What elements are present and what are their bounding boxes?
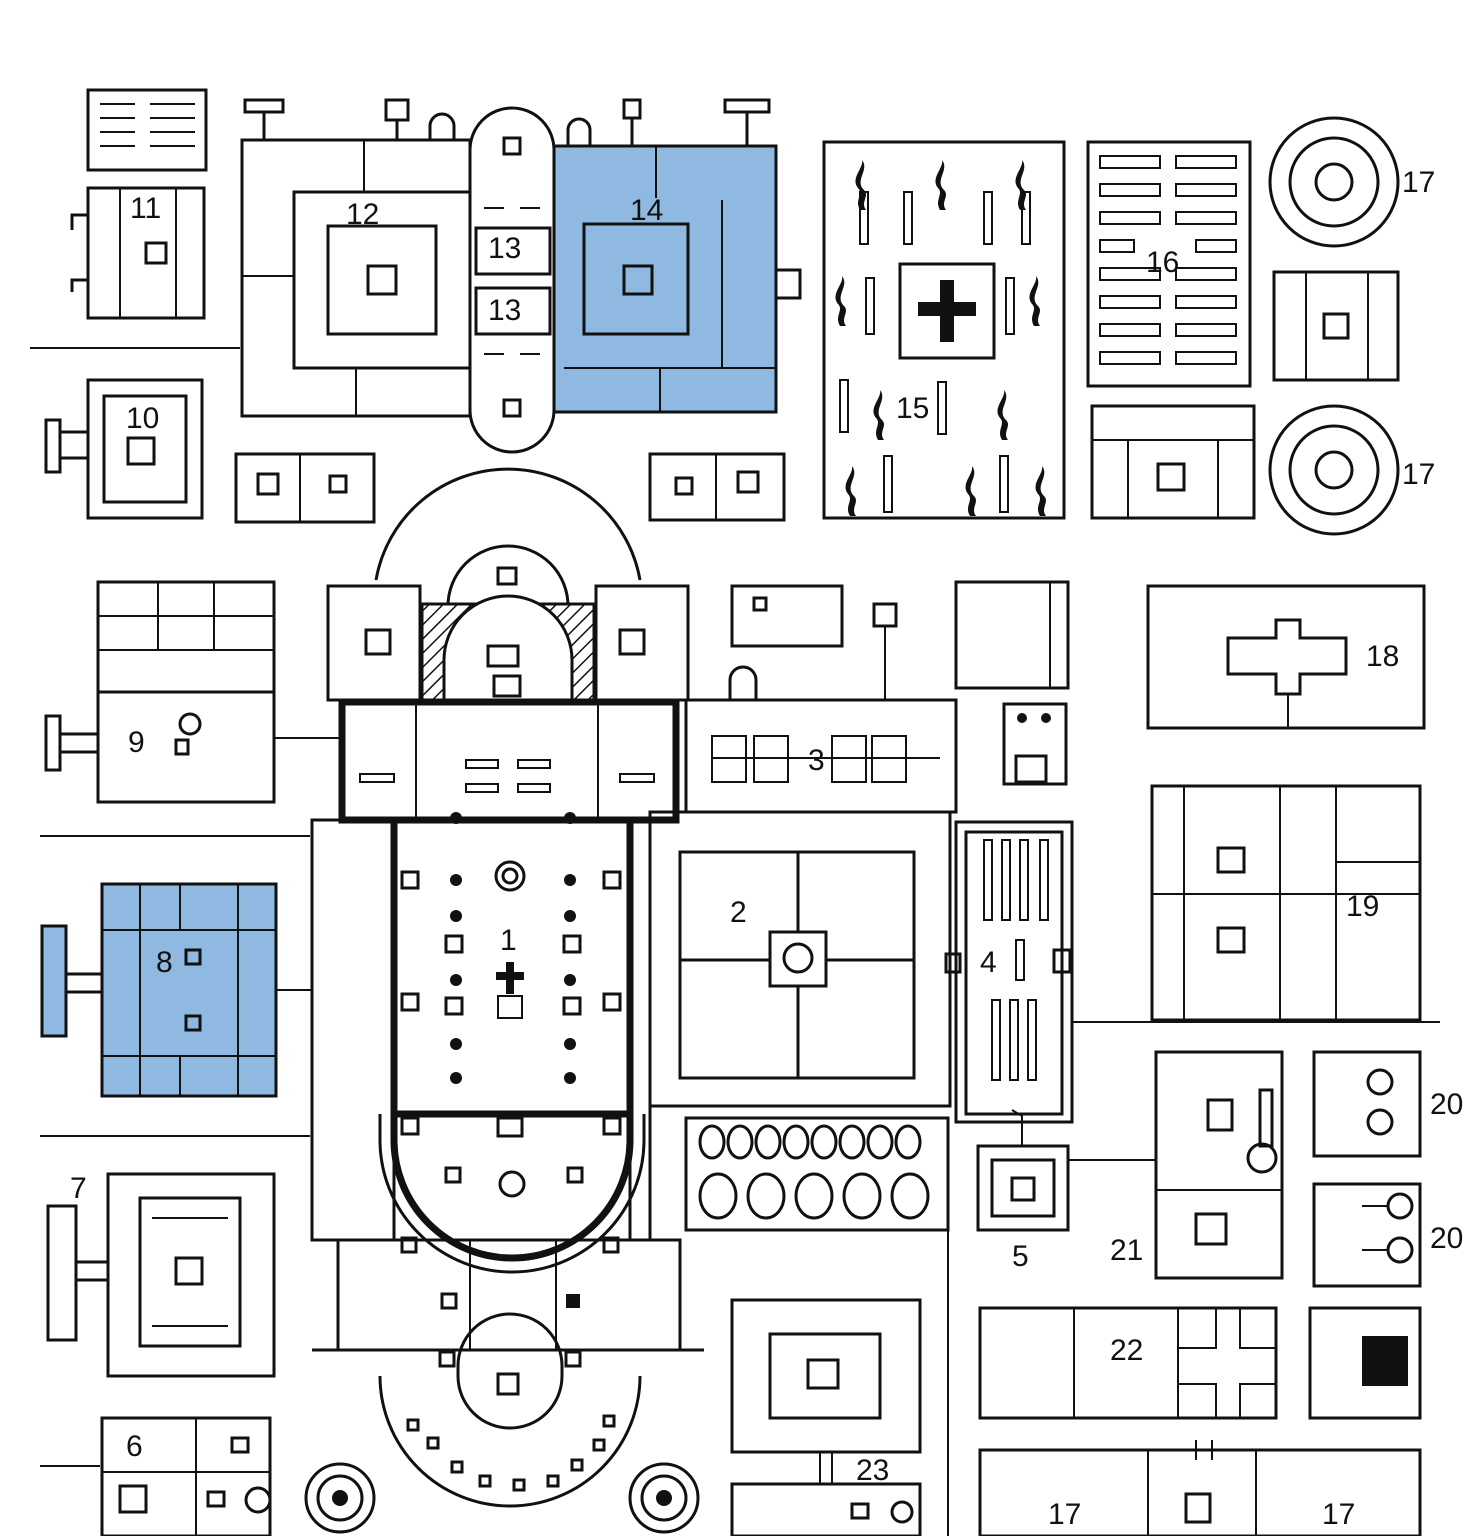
building-13-group — [468, 106, 556, 454]
building-6-group — [100, 1416, 272, 1536]
label-2: 2 — [730, 896, 747, 929]
building-16-garden — [1086, 140, 1256, 520]
label-9: 9 — [128, 726, 145, 759]
building-7-group — [40, 1172, 276, 1467]
church-building-1 — [304, 467, 704, 1534]
building-cellar-row — [684, 1116, 950, 1536]
building-14-group — [552, 98, 802, 414]
label-13-lower: 13 — [488, 294, 521, 327]
label-11: 11 — [130, 192, 161, 225]
label-21: 21 — [1110, 1234, 1143, 1267]
building-20-group — [1312, 1050, 1422, 1288]
label-3: 3 — [808, 744, 825, 777]
building-15-garden — [822, 140, 1066, 520]
label-15: 15 — [896, 392, 929, 425]
label-4: 4 — [980, 946, 997, 979]
label-8: 8 — [156, 946, 173, 979]
building-22-group — [978, 1306, 1422, 1420]
label-12: 12 — [346, 198, 379, 231]
building-5-group — [976, 1109, 1156, 1232]
label-20-upper: 20 — [1430, 1088, 1463, 1121]
label-10: 10 — [126, 402, 159, 435]
building-10-group — [44, 378, 204, 520]
label-13-upper: 13 — [488, 232, 521, 265]
label-17-bottom-right: 17 — [1322, 1498, 1355, 1531]
label-18: 18 — [1366, 640, 1399, 673]
building-18-group — [1146, 584, 1426, 730]
building-19-group — [1150, 784, 1422, 1022]
label-14: 14 — [630, 194, 663, 227]
row-buildings-small — [234, 452, 786, 524]
building-17-bottom-group — [978, 1440, 1422, 1536]
label-19: 19 — [1346, 890, 1379, 923]
label-1: 1 — [500, 924, 517, 957]
cloister-2 — [648, 810, 952, 1108]
label-23: 23 — [856, 1454, 889, 1487]
building-9-group — [40, 580, 342, 837]
building-23-group — [730, 1298, 922, 1536]
label-5: 5 — [1012, 1240, 1029, 1273]
label-17-bottom-left: 17 — [1048, 1498, 1081, 1531]
plan-number-labels: 1 2 3 4 5 6 7 8 9 10 11 12 13 13 14 15 1… — [70, 166, 1463, 1531]
building-11-group — [70, 88, 208, 320]
label-6: 6 — [126, 1430, 143, 1463]
label-20-lower: 20 — [1430, 1222, 1463, 1255]
label-16: 16 — [1146, 246, 1179, 279]
label-22: 22 — [1110, 1334, 1143, 1367]
label-7: 7 — [70, 1172, 87, 1205]
building-4-group — [944, 820, 1440, 1124]
label-17-top: 17 — [1402, 166, 1435, 199]
building-17-towers-top — [1268, 116, 1400, 536]
label-17-middle: 17 — [1402, 458, 1435, 491]
building-21-group — [1154, 1050, 1284, 1280]
building-3-group — [684, 580, 1070, 814]
building-12-group — [240, 98, 472, 418]
building-8-group — [40, 882, 312, 1137]
